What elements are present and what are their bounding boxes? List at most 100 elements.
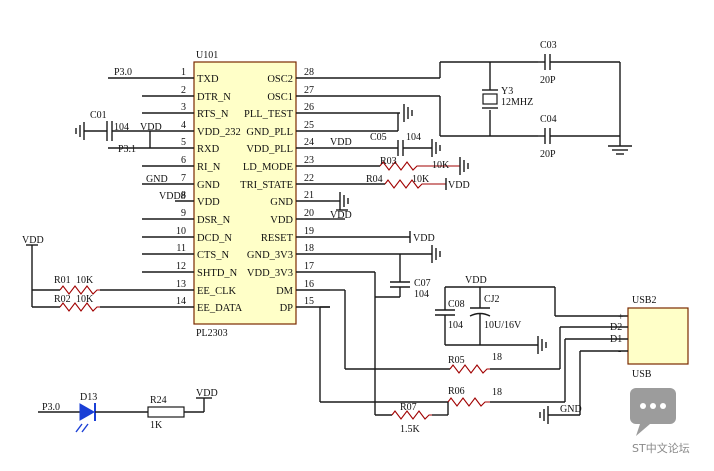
capacitor-c01: C01 104 [84, 110, 172, 148]
pin-name: RXD [197, 144, 220, 155]
pin-number: 3 [181, 102, 186, 113]
ic-right-pin-names: OSC2 OSC1 PLL_TEST GND_PLL VDD_PLL LD_MO… [240, 74, 293, 314]
c01-value: 104 [114, 122, 129, 133]
capacitor-cj2: CJ2 10U/16V [469, 287, 522, 345]
r05-value: 18 [492, 352, 502, 363]
ground-icon [75, 122, 85, 140]
r07-value: 1.5K [400, 424, 421, 435]
pin-name: GND [270, 197, 293, 208]
pin-name: DTR_N [197, 92, 231, 103]
r01-value: 10K [76, 275, 94, 286]
capacitor-c03: C03 20P [540, 40, 620, 86]
pin-number: 16 [304, 279, 314, 290]
y3-ref: Y3 [501, 86, 513, 97]
pin-name: EE_CLK [197, 286, 236, 297]
ic-left-pin-names: TXD DTR_N RTS_N VDD_232 RXD RI_N GND VDD… [197, 74, 243, 314]
pin-name: VDD_3V3 [247, 268, 293, 279]
d13-ref: D13 [80, 392, 97, 403]
pin-number: 7 [181, 173, 186, 184]
cj2-value: 10U/16V [484, 320, 522, 331]
r24-ref: R24 [150, 395, 167, 406]
ground-icon [431, 139, 441, 157]
net-label-vdd: VDD [196, 388, 218, 399]
net-label-vdd: VDD [22, 235, 44, 246]
resistor-r02: R02 10K [54, 294, 100, 312]
capacitor-c05: C05 104 [370, 132, 432, 156]
pin-number: 6 [181, 155, 186, 166]
pin-number: 9 [181, 208, 186, 219]
ic-left-pin-numbers: 1 2 3 4 5 6 7 8 9 10 11 12 13 14 [176, 67, 186, 307]
usb-connector: USB2 USB + D2 D1 - [610, 295, 689, 380]
ic-body [193, 61, 297, 325]
r03-ref: R03 [380, 156, 397, 167]
pin-name: RI_N [197, 162, 221, 173]
resistor-r03: R03 10K [330, 156, 460, 171]
pin-name: DM [276, 286, 294, 297]
pin-number: 19 [304, 226, 314, 237]
r07-ref: R07 [400, 402, 417, 413]
ground-icon [539, 406, 549, 424]
resistor-r07: R07 1.5K [391, 402, 432, 435]
ic-ref: U101 [196, 50, 218, 61]
net-label-vdd8: VDD8 [159, 191, 186, 202]
y3-value: 12MHZ [501, 97, 533, 108]
pin-number: 8 [181, 190, 186, 201]
pin-name: RESET [261, 233, 294, 244]
pin-number: 18 [304, 243, 314, 254]
ground-icon [608, 145, 632, 155]
r24-value: 1K [150, 420, 163, 431]
resistor-r05: R05 18 [448, 352, 502, 374]
ground-icon [537, 336, 547, 354]
c05-value: 104 [406, 132, 421, 143]
pin-name: LD_MODE [243, 162, 293, 173]
resistor-r01: R01 10K [54, 275, 100, 295]
r06-value: 18 [492, 387, 502, 398]
r02-ref: R02 [54, 294, 71, 305]
net-label-vdd: VDD [140, 122, 162, 133]
net-label-p31: P3.1 [118, 144, 136, 155]
pin-name: GND [197, 180, 220, 191]
pin-number: 20 [304, 208, 314, 219]
ground-icon [403, 104, 413, 122]
usb-ref: USB2 [632, 295, 656, 306]
ic-part: PL2303 [196, 328, 228, 339]
pin-number: 15 [304, 296, 314, 307]
pin-number: 11 [176, 243, 186, 254]
net-label-vdd: VDD [448, 180, 470, 191]
ic-left-pins [100, 77, 194, 308]
c08-value: 104 [448, 320, 463, 331]
diode-d13: D13 [75, 392, 97, 433]
pin-name: DP [280, 303, 294, 314]
c04-ref: C04 [540, 114, 557, 125]
pin-number: 5 [181, 137, 186, 148]
chat-bubble-icon [630, 388, 676, 436]
usb-footer: USB [632, 369, 652, 380]
crystal-y3: Y3 12MHZ [482, 86, 533, 109]
net-label-p30: P3.0 [42, 402, 60, 413]
pin-name: GND_PLL [246, 127, 293, 138]
pin-name: DCD_N [197, 233, 232, 244]
pin-number: 1 [181, 67, 186, 78]
r03-value: 10K [432, 160, 450, 171]
pin-number: 24 [304, 137, 314, 148]
pin-name: EE_DATA [197, 303, 243, 314]
pin-name: PLL_TEST [244, 109, 294, 120]
pin-name: CTS_N [197, 250, 230, 261]
c07-ref: C07 [414, 278, 431, 289]
resistor-r24: R24 1K [147, 395, 185, 431]
net-label-p30: P3.0 [114, 67, 132, 78]
pin-number: 22 [304, 173, 314, 184]
resistor-r06: R06 18 [447, 386, 502, 407]
r05-ref: R05 [448, 355, 465, 366]
ground-icon [431, 245, 441, 263]
c04-value: 20P [540, 149, 556, 160]
r04-value: 10K [412, 174, 430, 185]
c03-ref: C03 [540, 40, 557, 51]
pin-name: RTS_N [197, 109, 229, 120]
pin-number: 21 [304, 190, 314, 201]
pin-number: 26 [304, 102, 314, 113]
pin-number: 17 [304, 261, 314, 272]
watermark-text: ST中文论坛 [632, 441, 690, 455]
